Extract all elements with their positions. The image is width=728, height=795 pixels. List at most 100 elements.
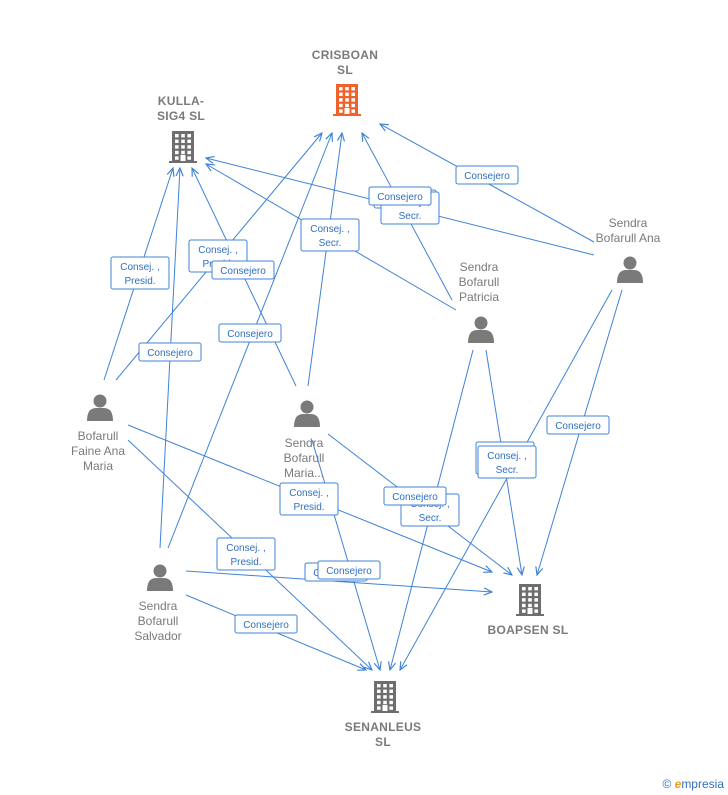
node-label-line: Bofarull Ana [596,231,661,245]
node-label-line: Maria [83,459,113,473]
node-label-line: CRISBOAN [312,48,378,62]
role-badge-box [300,218,360,252]
role-badge-text: Consej. , [310,224,349,235]
role-badge-box [383,486,447,506]
node-label-line: Salvador [134,629,181,643]
node-label-line: Bofarull [78,429,119,443]
copyright-symbol: © [662,777,672,791]
node-label-line: SL [337,63,353,77]
brand-name: mpresia [681,777,724,791]
node-label-kulla[interactable]: KULLA-SIG4 SL [157,94,205,123]
empresia-watermark: © empresia [662,777,724,791]
person-icon[interactable] [617,256,643,284]
node-label-line: BOAPSEN SL [487,623,568,637]
role-badge-text: Secr. [496,465,519,476]
node-kulla[interactable]: KULLA-SIG4 SL [157,94,205,163]
node-label-line: Faine Ana [71,444,125,458]
node-label-line: Maria... [284,466,324,480]
role-badge-faine-kulla[interactable]: Consej. ,Presid. [110,256,170,290]
node-label-line: Patricia [459,290,499,304]
role-badge-salvador-senanleus[interactable]: Consejero [234,614,298,634]
node-label-line: SL [375,735,391,749]
role-badge-salvador-boapsen[interactable]: Consejero [317,560,381,580]
role-badge-box [317,560,381,580]
role-badge-ana-boapsen[interactable]: Consejero [546,415,610,435]
role-badge-faine-boapsen[interactable]: Consej. , Presid. [279,482,339,516]
edge-ana-senanleus [400,289,613,670]
node-label-line: KULLA- [158,94,204,108]
role-badge-text: Consejero [377,192,423,203]
role-badge-text: Secr. [319,238,342,249]
role-badge-text: Consej. , [198,245,237,256]
node-boapsen[interactable]: BOAPSEN SL [487,584,568,637]
node-label-line: Sendra [460,260,499,274]
role-badge-box [138,342,202,362]
building-icon[interactable] [169,131,197,163]
role-badge-text: Consejero [392,492,438,503]
person-icon[interactable] [147,564,173,592]
role-badge-text: Presid. [230,557,261,568]
node-label-boapsen[interactable]: BOAPSEN SL [487,623,568,637]
edges-layer [103,124,623,670]
node-label-line: Bofarull [284,451,325,465]
role-badge-maria-crisboan[interactable]: Consej. , Secr. [300,218,360,252]
role-badge-box [455,165,519,185]
role-badge-text: Consejero [555,421,601,432]
role-badge-salvador-kulla[interactable]: Consejero [138,342,202,362]
role-badge-box [477,445,537,479]
node-label-line: SIG4 SL [157,109,205,123]
role-badge-salvador-crisboan[interactable]: Consejero [218,323,282,343]
person-icon[interactable] [294,400,320,428]
node-label-line: Sendra [285,436,324,450]
edge-maria-crisboan [307,133,342,387]
node-label-line: Bofarull [138,614,179,628]
node-label-line: Sendra [139,599,178,613]
role-badge-text: Secr. [419,513,442,524]
role-badge-patricia-boapsen[interactable]: Consej. , Secr. [477,445,537,479]
edge-maria-senanleus [311,439,380,670]
role-badge-text: Consej. , [487,451,526,462]
role-badge-box [279,482,339,516]
person-icon[interactable] [87,394,113,422]
role-badge-maria-kulla[interactable]: Consejero [211,260,275,280]
role-badge-box [110,256,170,290]
building-icon[interactable] [516,584,544,616]
node-label-line: Bofarull [459,275,500,289]
role-badge-box [368,186,432,206]
role-badge-faine-senanleus[interactable]: Consej. , Presid. [216,537,276,571]
role-badge-text: Consejero [243,620,289,631]
role-badge-patricia-kulla[interactable]: Consejero [368,186,432,206]
building-icon-focus[interactable] [333,84,361,116]
role-badge-text: Consejero [227,329,273,340]
role-badge-text: Consejero [147,348,193,359]
role-badge-text: Consej. , [226,543,265,554]
role-badge-box [234,614,298,634]
role-badge-box [216,537,276,571]
brand-initial: e [674,777,682,791]
node-label-line: Sendra [609,216,648,230]
role-badge-ana-crisboan[interactable]: Consejero [455,165,519,185]
role-badge-box [218,323,282,343]
person-icon[interactable] [468,316,494,344]
role-badge-text: Presid. [293,502,324,513]
building-icon[interactable] [371,681,399,713]
role-badge-text: Consej. , [289,488,328,499]
role-badge-box [546,415,610,435]
role-badge-maria-boapsen[interactable]: Consejero [383,486,447,506]
